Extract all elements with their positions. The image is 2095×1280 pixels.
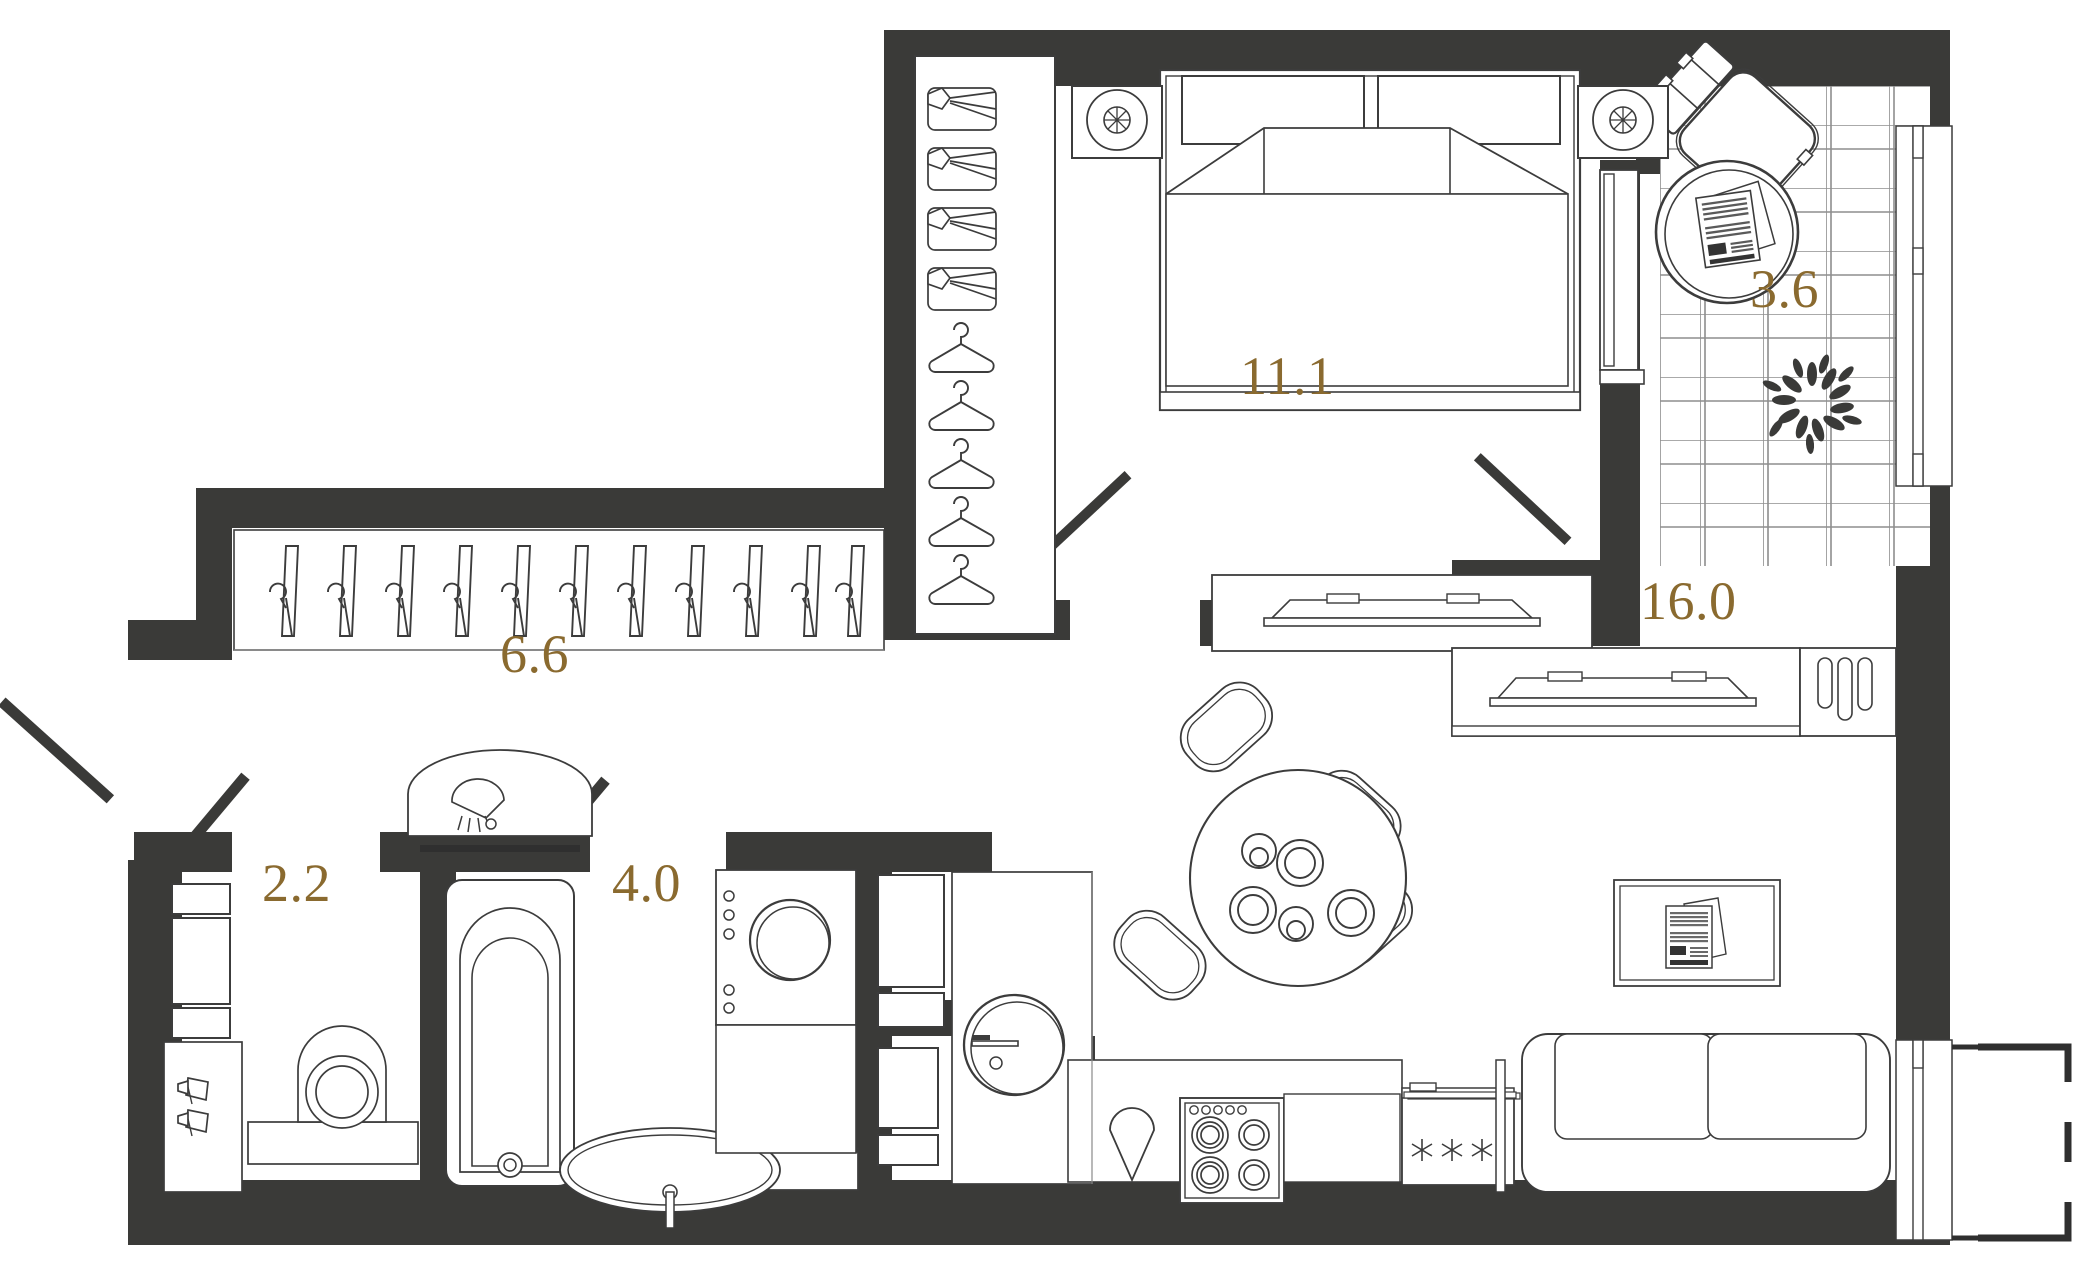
wall-sconce-icon [177, 1076, 209, 1137]
bedroom-wardrobe-icon [914, 55, 1056, 635]
area-label-bedroom: 11.1 [1240, 346, 1335, 406]
bathtub-icon [445, 879, 575, 1187]
area-label-bathroom: 4.0 [612, 853, 681, 913]
tall-storage-icon [1799, 647, 1897, 737]
utility-door-icon[interactable] [169, 772, 250, 866]
washing-machine-icon [715, 869, 857, 1154]
kitchen-counter-icon [1067, 1059, 1403, 1204]
kitchen-sink-icon [1109, 1107, 1155, 1183]
round-mirror-icon [962, 993, 1066, 1097]
interior-outlines [234, 649, 1093, 1184]
dining-table-icon [1113, 681, 1414, 1001]
area-label-utility: 2.2 [262, 853, 331, 913]
entry-door-icon[interactable] [0, 697, 115, 804]
bedroom-room [1033, 68, 1669, 652]
coffee-table-icon [1613, 879, 1781, 987]
area-label-hallway: 6.6 [500, 624, 569, 684]
balcony-side-table-icon [1654, 159, 1800, 305]
double-bed-icon [1158, 68, 1582, 412]
nightstand-left-icon [1071, 85, 1163, 159]
potted-plant-icon [1762, 354, 1862, 454]
utility-room [163, 883, 419, 1193]
nightstand-right-icon [1577, 85, 1669, 159]
upper-cabinet-icon [1451, 647, 1801, 737]
window-glazing [1895, 125, 1953, 1241]
balcony-door-icon[interactable] [1473, 453, 1572, 545]
wall-cabinet-icon [171, 883, 231, 1039]
balcony-room [1644, 40, 1930, 566]
balcony-threshold [1599, 169, 1645, 385]
shower-head-icon [407, 749, 593, 852]
dashed-corner-bracket-icon [1952, 1043, 2072, 1242]
area-label-living-kitchen: 16.0 [1640, 571, 1737, 631]
bedroom-door-icon[interactable] [1033, 471, 1132, 563]
living-kitchen-room [1067, 647, 1897, 1204]
living-room-window-lower [1895, 1039, 1953, 1241]
balcony-window-upper [1895, 125, 1953, 487]
bathroom-room [407, 749, 945, 1229]
sofa-icon [1521, 1033, 1891, 1193]
area-label-balcony: 3.6 [1750, 259, 1819, 319]
bedroom-dresser-icon [1211, 574, 1593, 652]
toilet-icon [247, 1025, 419, 1165]
hallway-coat-rack-icon [233, 529, 885, 651]
cooktop-icon [1179, 1097, 1285, 1204]
bathroom-shelving-icon [877, 874, 945, 1166]
